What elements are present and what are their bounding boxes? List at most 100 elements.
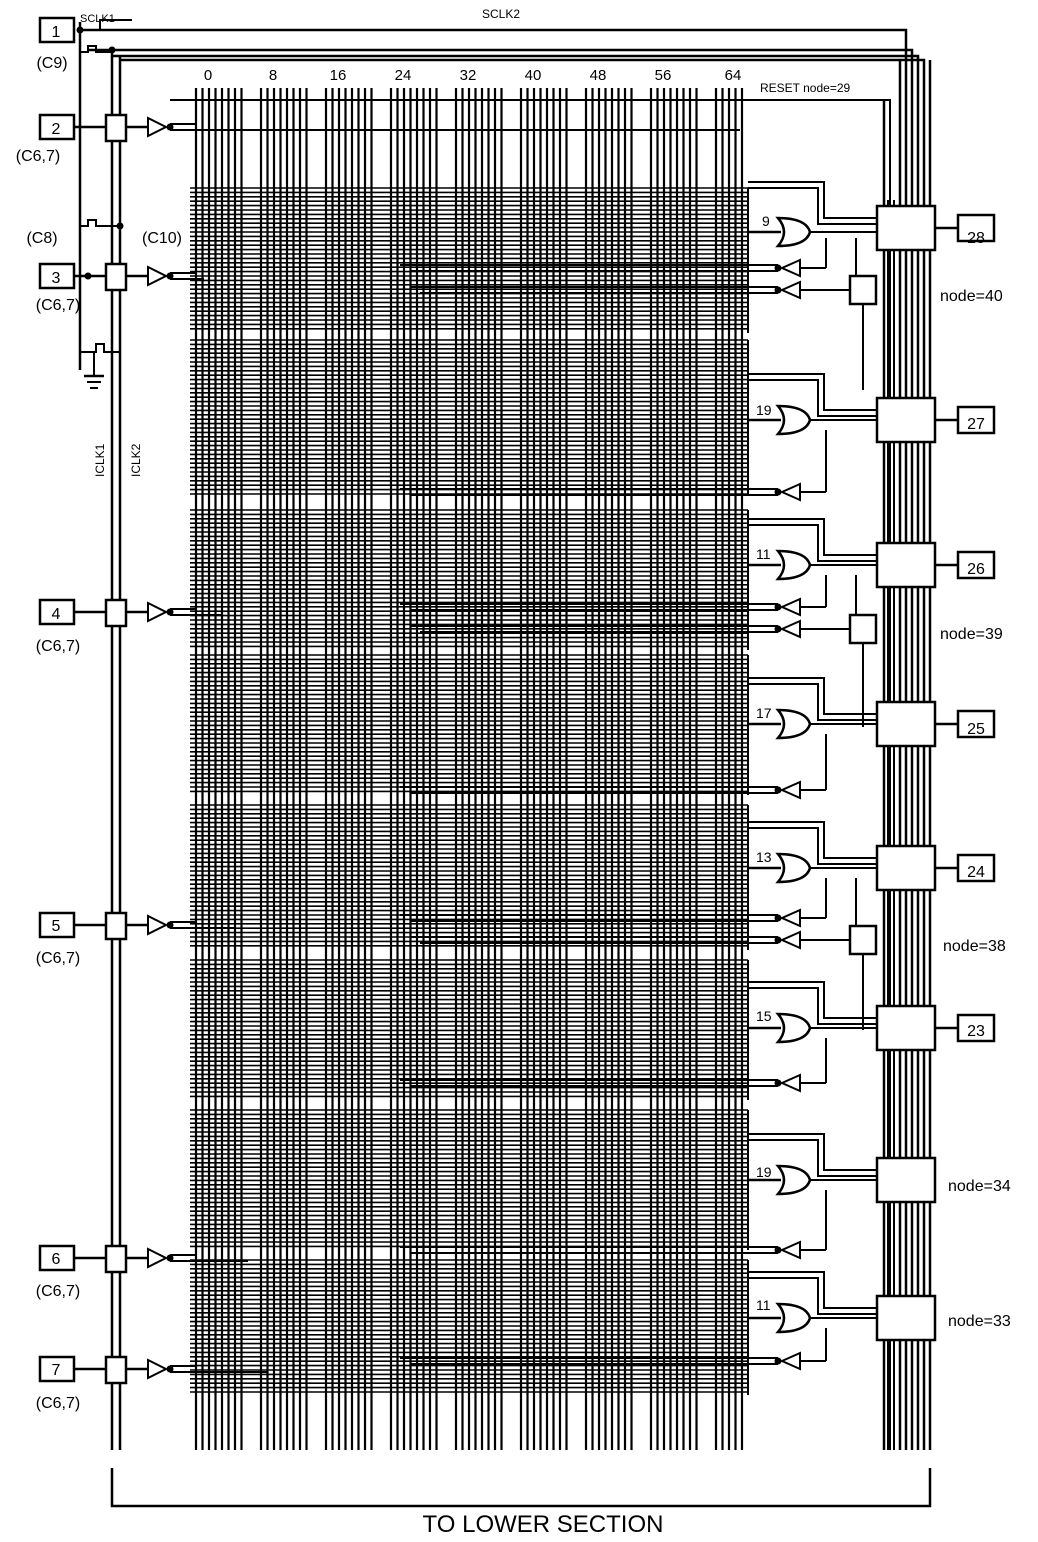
wire <box>748 987 876 1025</box>
sclk2-wire <box>110 50 920 1450</box>
reset-wire <box>170 99 891 1450</box>
input-pin-cap: (C6,7) <box>36 1395 80 1412</box>
input-latch-box <box>104 911 128 941</box>
feedback-buffer-icon <box>779 482 801 502</box>
column-number: 8 <box>269 67 277 84</box>
output-pin-number: 28 <box>967 230 985 247</box>
input-pin-number: 4 <box>52 606 61 623</box>
input-pin-number: 3 <box>52 270 61 287</box>
feedback-buffer-icon <box>779 930 801 950</box>
or-gate-term-count: 19 <box>756 1164 772 1180</box>
inverter-bubble <box>774 1357 782 1365</box>
iclk1-label: ICLK1 <box>93 443 107 477</box>
feedback-buffer-icon <box>779 280 801 300</box>
input-pin-cap: (C6,7) <box>36 638 80 655</box>
output-pin-box <box>956 550 996 580</box>
input-pin-box <box>38 113 76 141</box>
wire <box>748 1133 876 1171</box>
or-gate-icon <box>775 549 812 581</box>
macrocell-box <box>875 204 937 252</box>
input-latch-box <box>104 1244 128 1274</box>
feedback-buffer-icon <box>779 780 801 800</box>
input-pin-cap: (C6,7) <box>16 148 60 165</box>
input-pin-box <box>38 1244 76 1272</box>
lower-section-bracket <box>110 1468 932 1508</box>
or-gate-icon <box>775 1012 812 1044</box>
output-pin-number: 26 <box>967 561 985 578</box>
or-gate-term-count: 15 <box>756 1008 772 1024</box>
column-number: 0 <box>204 67 212 84</box>
column-number: 56 <box>655 67 672 84</box>
capacitor-label: (C8) <box>26 230 57 247</box>
or-gate-icon <box>775 404 812 436</box>
macrocell-box <box>875 1004 937 1052</box>
macrocell-box <box>875 541 937 589</box>
input-pin-number: 6 <box>52 1251 61 1268</box>
wire <box>748 373 876 411</box>
input-pin-number: 5 <box>52 918 61 935</box>
inverter-bubble <box>166 1254 174 1262</box>
input-latch-box <box>104 262 128 292</box>
labels: SCLK1 SCLK2 RESET node=29 ICLK1 ICLK2 0 … <box>16 7 1011 1538</box>
feedback-buffer-icon <box>779 1073 801 1093</box>
output-pin-number: 25 <box>967 721 985 738</box>
junction-dot <box>108 46 116 54</box>
wire <box>748 181 876 219</box>
input-buffer-icon <box>147 265 169 287</box>
inverter-bubble <box>166 272 174 280</box>
components <box>38 16 996 1385</box>
wire <box>748 827 876 865</box>
or-gate-icon <box>775 1164 812 1196</box>
feedback-buffer-icon <box>779 908 801 928</box>
or-gate-icon <box>775 708 812 740</box>
macrocell-box <box>875 1294 937 1342</box>
or-gate-term-count: 17 <box>756 705 772 721</box>
inverter-bubble <box>774 1246 782 1254</box>
input-buffer-icon <box>147 601 169 623</box>
wire <box>748 683 876 721</box>
inverter-bubble <box>166 921 174 929</box>
or-gate-term-count: 9 <box>762 213 770 229</box>
junction-dot <box>76 26 84 34</box>
column-number: 40 <box>525 67 542 84</box>
input-pin-number: 7 <box>52 1362 61 1379</box>
or-gate-term-count: 13 <box>756 849 772 865</box>
inverter-bubble <box>774 936 782 944</box>
inverter-bubble <box>774 603 782 611</box>
feedback-buffer-icon <box>779 1240 801 1260</box>
reset-label: RESET node=29 <box>760 81 851 95</box>
inverter-bubble <box>774 625 782 633</box>
inverter-bubble <box>774 1079 782 1087</box>
wiring <box>74 19 958 1508</box>
wire <box>748 1277 876 1315</box>
column-number: 48 <box>590 67 607 84</box>
input-buffer-icon <box>147 914 169 936</box>
node-label: node=33 <box>948 1313 1011 1330</box>
sclk1-label: SCLK1 <box>80 13 115 25</box>
footer-caption: TO LOWER SECTION <box>423 1511 664 1538</box>
inverter-bubble <box>774 914 782 922</box>
or-gate-term-count: 11 <box>756 546 771 562</box>
inverter-bubble <box>774 786 782 794</box>
capacitor-c8 <box>80 219 120 227</box>
capacitor-c9 <box>80 45 112 53</box>
feedback-buffer-icon <box>779 597 801 617</box>
input-buffer-icon <box>147 116 169 138</box>
capacitor-label: (C10) <box>142 230 182 247</box>
column-number: 32 <box>460 67 477 84</box>
wire <box>748 187 876 225</box>
input-pin-cap: (C6,7) <box>36 950 80 967</box>
input-pin-cap: (C6,7) <box>36 1283 80 1300</box>
iclk2-label: ICLK2 <box>129 443 143 477</box>
feedback-buffer-icon <box>779 258 801 278</box>
wire <box>748 981 876 1019</box>
macrocell-box <box>875 396 937 444</box>
column-number: 16 <box>330 67 347 84</box>
column-number: 24 <box>395 67 412 84</box>
sclk2-label: SCLK2 <box>482 7 520 21</box>
input-pin-cap: (C6,7) <box>36 297 80 314</box>
wire <box>748 524 876 562</box>
or-gate-term-count: 19 <box>756 402 772 418</box>
output-pin-number: 27 <box>967 416 985 433</box>
